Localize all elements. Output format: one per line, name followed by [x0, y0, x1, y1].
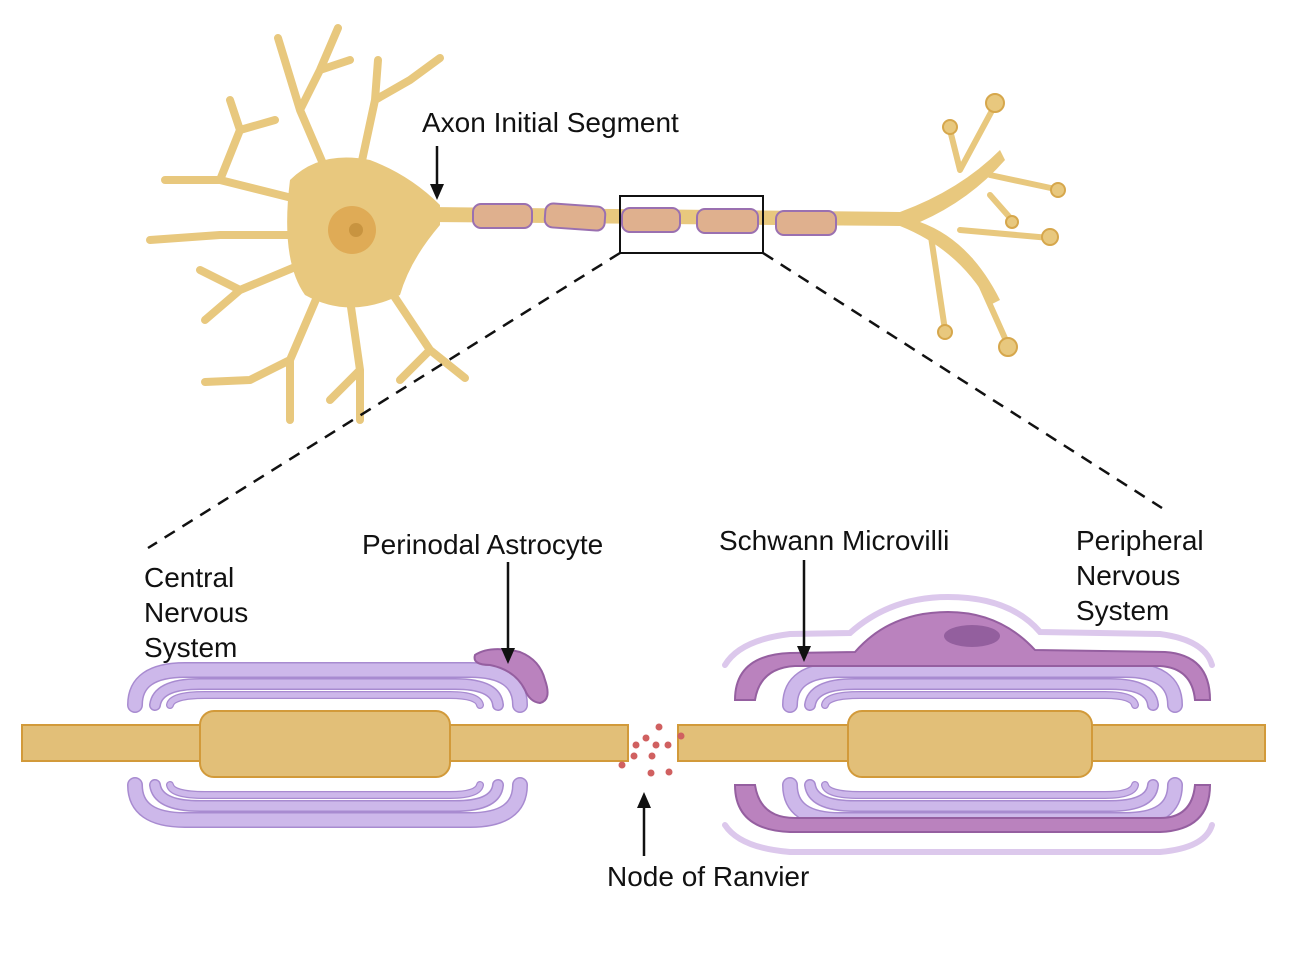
label-perinodal-astrocyte: Perinodal Astrocyte [362, 529, 603, 560]
cns-myelin-top [135, 670, 520, 705]
pns-myelin-top [790, 670, 1175, 705]
zoom-box [619, 195, 764, 254]
nucleolus [349, 223, 363, 237]
ion-dots [618, 723, 685, 777]
arrow-perinodal-astrocyte [501, 562, 515, 664]
label-cns-line2: Nervous [144, 597, 248, 628]
cns-myelin-bottom [135, 785, 520, 820]
label-node-of-ranvier: Node of Ranvier [607, 861, 809, 892]
zoom-line-left [147, 251, 621, 550]
perinodal-astrocyte [473, 648, 549, 705]
arrow-node-of-ranvier [637, 792, 651, 856]
dendrites [146, 24, 469, 424]
myelin-sheath-segments [472, 202, 837, 236]
neuron [146, 24, 1066, 424]
label-axon-initial-segment: Axon Initial Segment [422, 107, 679, 138]
label-pns-line3: System [1076, 595, 1169, 626]
label-cns-line1: Central [144, 562, 234, 593]
schwann-cell [733, 610, 1212, 833]
arrow-schwann-microvilli [797, 560, 811, 662]
axon-terminals [937, 93, 1066, 357]
schwann-nucleus [944, 625, 1000, 647]
zoom-line-right [762, 251, 1163, 510]
label-pns-line2: Nervous [1076, 560, 1180, 591]
label-schwann-microvilli: Schwann Microvilli [719, 525, 949, 556]
label-cns-line3: System [144, 632, 237, 663]
pns-myelin-bottom [790, 785, 1175, 820]
arrow-axon-initial-segment [430, 146, 444, 200]
label-pns-line1: Peripheral [1076, 525, 1204, 556]
pns-outer-membrane [722, 593, 1215, 855]
axon-cross-section [21, 710, 1266, 778]
